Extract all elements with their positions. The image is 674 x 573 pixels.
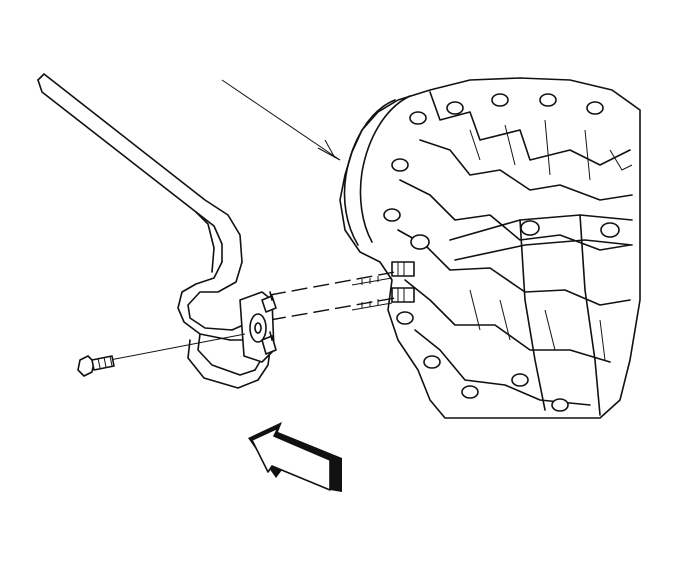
view-direction-arrow	[248, 422, 342, 492]
cooler-line-assembly	[37, 73, 277, 389]
alignment-lines	[269, 271, 396, 321]
transmission-housing	[221, 77, 641, 419]
retaining-bolt	[77, 333, 246, 377]
